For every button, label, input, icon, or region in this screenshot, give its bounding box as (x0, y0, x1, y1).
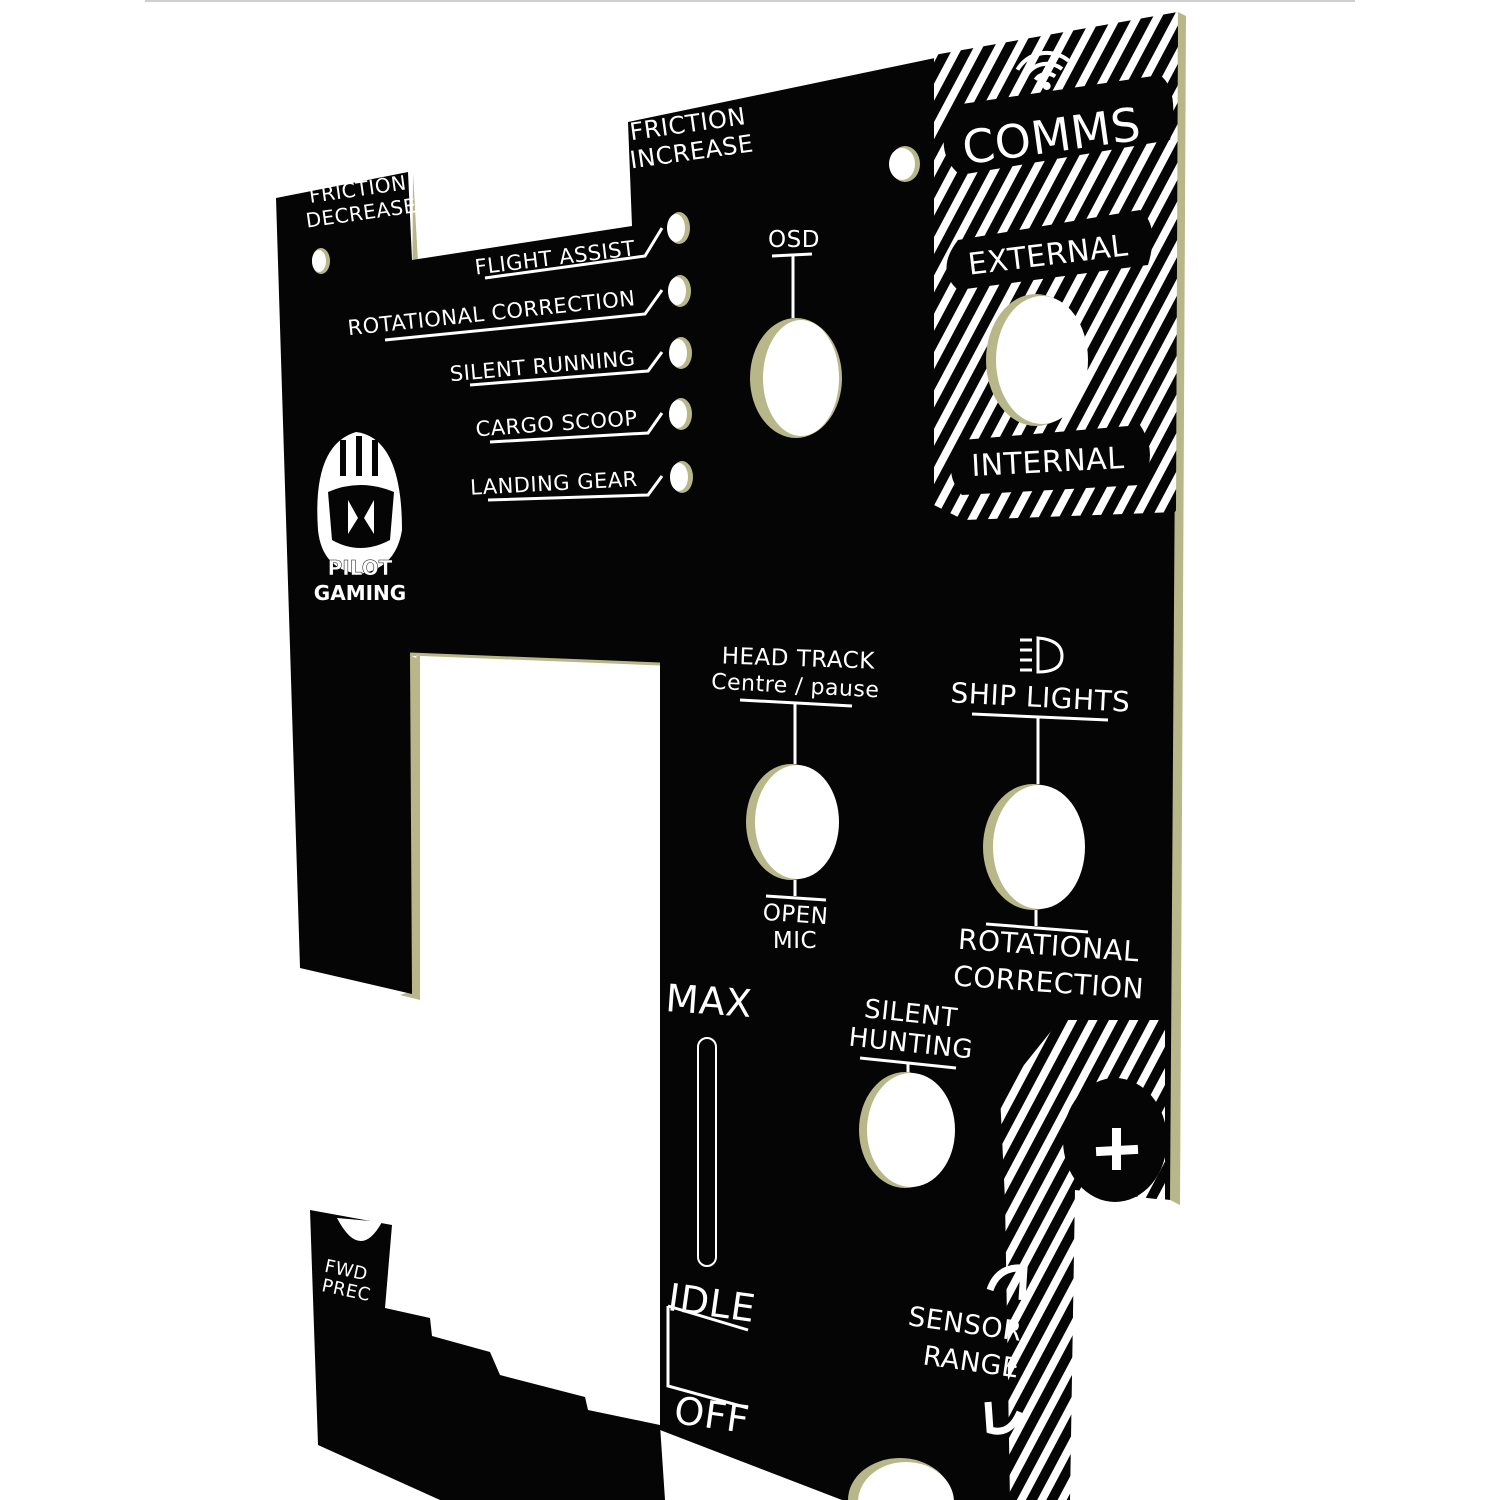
comms-switch-hole[interactable] (986, 294, 1088, 426)
bottom-partial-hole[interactable] (848, 1458, 954, 1500)
osd-control[interactable]: OSD (750, 227, 842, 438)
lower-hatch (1000, 1020, 1165, 1500)
logo-line2: GAMING (314, 581, 406, 605)
pilot-gaming-logo: PILOT GAMING (314, 432, 406, 605)
silent-hunting-hole (867, 1073, 955, 1187)
throttle-control[interactable]: MAX IDLE OFF (664, 976, 758, 1442)
osd-label: OSD (768, 227, 820, 253)
plus-button[interactable] (1063, 1078, 1167, 1202)
comms-block: COMMS EXTERNAL INTERNAL (943, 50, 1174, 495)
head-track-control[interactable]: HEAD TRACK Centre / pause OPEN MIC (711, 643, 880, 954)
comms-external-plate (946, 210, 1153, 290)
ship-lights-hole (993, 785, 1085, 909)
head-track-hole (755, 765, 839, 879)
sensor-down-arrow-icon (984, 1401, 1024, 1435)
toggle-cargo-scoop[interactable]: CARGO SCOOP (475, 398, 692, 444)
comms-title-plate (943, 75, 1174, 175)
head-track-line1: HEAD TRACK (721, 643, 875, 674)
helmet-icon (317, 432, 402, 574)
osd-hole (763, 320, 839, 436)
throttle-off-label: OFF (672, 1388, 753, 1442)
friction-increase-hole[interactable] (889, 146, 920, 182)
headlight-icon (1020, 636, 1064, 674)
sensor-up-arrow-icon (986, 1264, 1028, 1301)
comms-internal-label: INTERNAL (971, 441, 1126, 484)
head-track-bottom2: MIC (773, 928, 817, 954)
fwd-prec-notch (337, 1218, 382, 1242)
wifi-icon (1015, 50, 1070, 90)
comms-internal-plate (951, 425, 1150, 495)
head-track-bottom1: OPEN (762, 900, 829, 931)
logo-line1: PILOT (328, 556, 393, 580)
cutout-edge (409, 652, 661, 666)
throttle-slot[interactable] (697, 1037, 717, 1267)
throttle-max-label: MAX (664, 976, 753, 1026)
friction-decrease-hole[interactable] (312, 248, 330, 274)
